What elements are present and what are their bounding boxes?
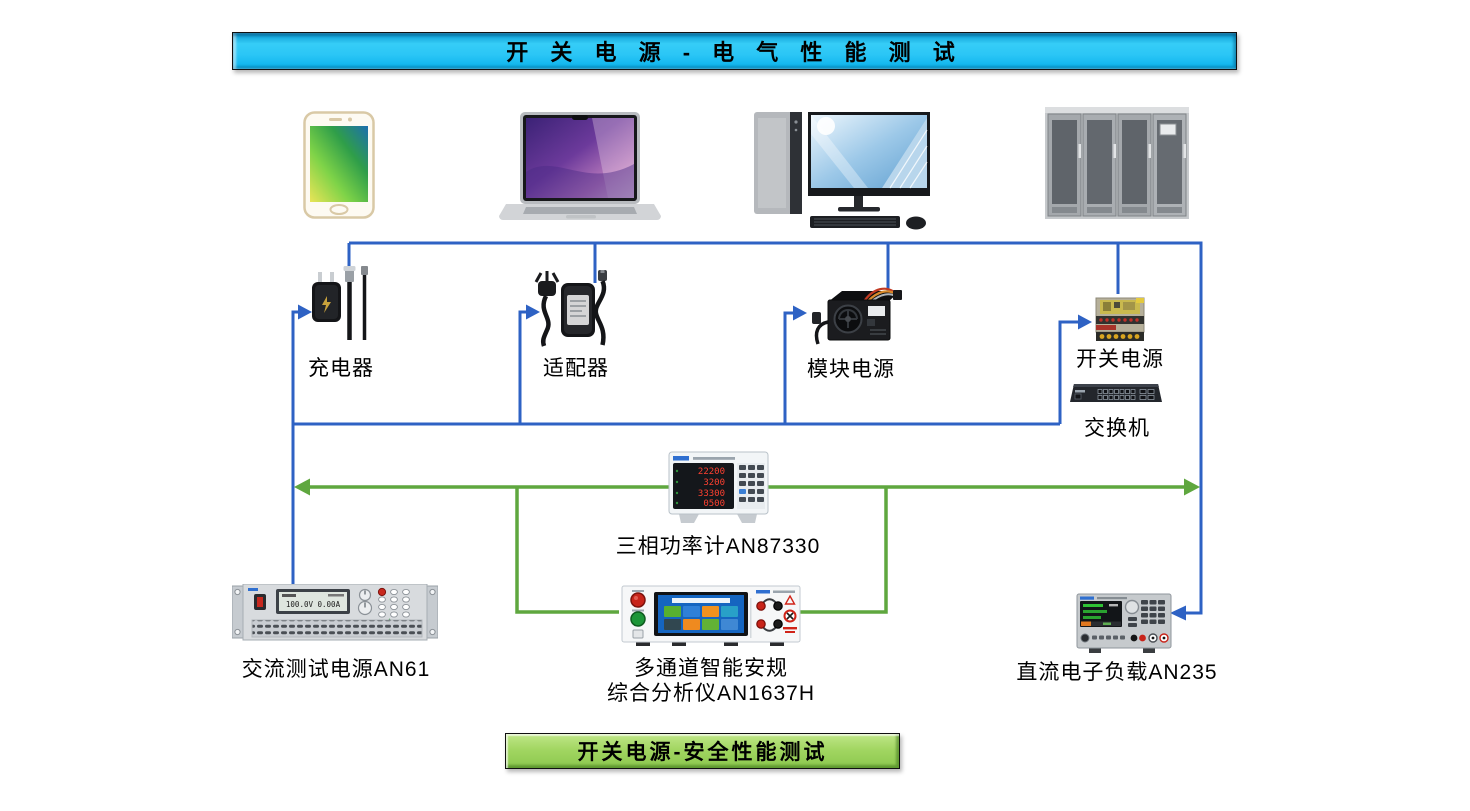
charger-image [312,266,368,340]
ac-source-display: 100.0V 0.00A [286,600,341,609]
wire-riser-to-module-psu [783,311,793,424]
label-charger: 充电器 [308,357,374,380]
safety-analyzer-image [621,585,801,646]
label-module-psu: 模块电源 [807,358,895,381]
meter-row-3: 33300 [698,489,725,499]
wire-riser-to-adapter [518,310,526,424]
wire-green-to-analyzer-left [515,487,619,614]
arrowhead-green-right [1184,478,1200,496]
top-banner: 开 关 电 源 - 电 气 性 能 测 试 [232,32,1237,70]
wire-ac-source-riser [291,310,298,588]
meter-row-1: 22200 [698,467,725,477]
network-switch-image [1070,384,1162,402]
arrowhead-green-left [294,478,310,496]
bottom-banner-title: 开关电源-安全性能测试 [577,741,828,764]
label-safety-analyzer-line1: 多通道智能安规 [634,657,788,680]
label-switching-psu: 开关电源 [1076,348,1164,371]
arrowhead-into-module-psu [793,305,807,321]
switching-psu-image [1095,297,1145,341]
label-ac-source: 交流测试电源AN61 [241,658,431,681]
top-banner-title: 开 关 电 源 - 电 气 性 能 测 试 [506,40,963,65]
arrowhead-into-switching-psu [1078,314,1092,330]
module-psu-image [812,287,902,345]
meter-row-4: 0500 [703,499,725,509]
label-power-meter: 三相功率计AN87330 [615,535,821,558]
label-dc-load: 直流电子负载AN235 [1016,661,1218,684]
label-network-switch: 交换机 [1084,417,1150,440]
server-racks-image [1045,107,1189,219]
label-adapter: 适配器 [543,357,609,380]
bottom-banner: 开关电源-安全性能测试 [505,733,900,769]
laptop-image [499,112,661,220]
power-meter-image: 22200 3200 33300 0500 [668,451,769,523]
ac-source-image: 100.0V 0.00A [232,584,438,641]
dc-load-image [1076,593,1172,653]
desktop-pc-image [754,112,930,230]
smartphone-image [303,111,375,219]
label-safety-analyzer-line2: 综合分析仪AN1637H [606,682,816,705]
meter-row-2: 3200 [703,478,725,488]
adapter-image [534,270,607,347]
